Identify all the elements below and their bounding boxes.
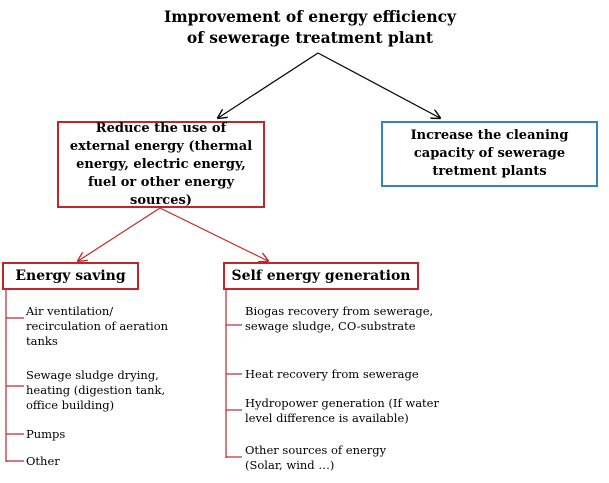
self-generation-item: Biogas recovery from sewerage, sewage sl… [245, 304, 434, 333]
reduce-external-energy-box: Reduce the use of external energy (therm… [57, 121, 265, 208]
arrow-to-energy-saving [78, 207, 161, 261]
diagram-title: Improvement of energy efficiency of sewe… [150, 6, 470, 48]
arrow-to-self-generation [159, 207, 268, 261]
increase-cleaning-capacity-box: Increase the cleaning capacity of sewera… [381, 121, 598, 187]
title-line-2: of sewerage treatment plant [186, 28, 434, 47]
energy-saving-item: Sewage sludge drying, heating (digestion… [26, 368, 166, 412]
energy-saving-item: Pumps [26, 427, 66, 441]
energy-saving-item: Other [26, 454, 60, 468]
arrow-to-increase-box [317, 52, 440, 118]
energy-saving-box: Energy saving [2, 262, 139, 290]
self-generation-item: Hydropower generation (If water level di… [245, 396, 439, 425]
self-energy-generation-box: Self energy generation [223, 262, 419, 290]
title-line-1: Improvement of energy efficiency [163, 7, 457, 26]
arrow-to-reduce-box [218, 52, 319, 118]
self-generation-item: Other sources of energy (Solar, wind …) [245, 443, 387, 472]
self-generation-item: Heat recovery from sewerage [245, 367, 419, 381]
energy-saving-item: Air ventilation/ recirculation of aerati… [26, 304, 169, 348]
